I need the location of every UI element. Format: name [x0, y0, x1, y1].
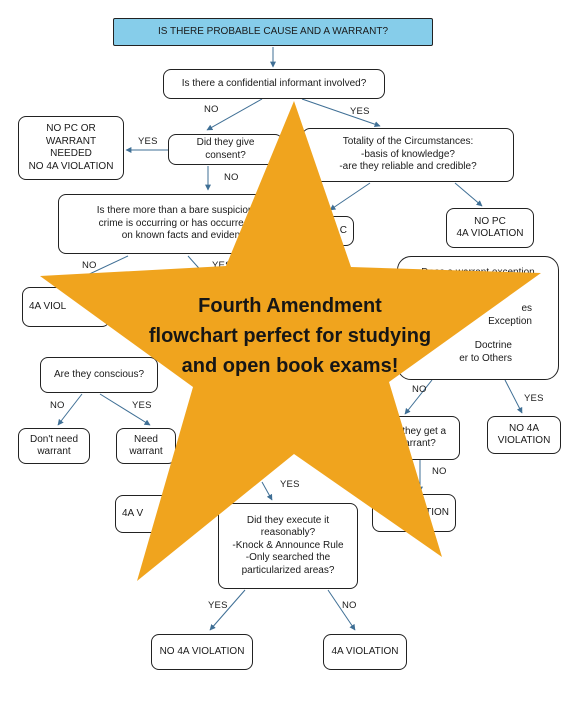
need-node: Need warrant — [116, 428, 176, 464]
node-line: NO 4A VIOLATION — [28, 160, 114, 172]
get-warrant-node: d they get a arrant? — [380, 416, 460, 460]
node-line: Exception — [488, 315, 532, 327]
node-line: es — [521, 303, 532, 314]
violation-left-node: 4A VIOL — [22, 287, 110, 327]
label-no: NO — [50, 400, 65, 411]
node-line: apply? — [463, 279, 493, 291]
node-text: Did they give consent? — [196, 137, 255, 161]
violation-mid-left-node: 4A V — [115, 495, 175, 533]
node-line: Don't need — [29, 433, 79, 445]
node-line: -Only searched the — [245, 552, 331, 564]
no-violation-right-node: NO 4A VIOLATION — [487, 416, 561, 454]
node-line: Doctrine — [474, 340, 512, 351]
consent-node: Did they give consent? — [168, 134, 283, 165]
dont-need-node: Don't need warrant — [18, 428, 90, 464]
execute-node: Did they execute it reasonably? -Knock &… — [218, 503, 358, 589]
arrow-totality-right — [454, 182, 483, 207]
label-yes: YES — [208, 600, 228, 611]
label-yes: YES — [280, 479, 300, 490]
node-line: er to Others — [459, 352, 512, 364]
no-pc-warrant-node: NO PC OR WARRANT NEEDED NO 4A VIOLATION — [18, 116, 124, 180]
node-line: on known facts and evidence? — [121, 230, 257, 242]
node-text: 4A VIOLATION — [331, 645, 399, 657]
node-text: Is there a confidential informant involv… — [181, 77, 367, 89]
label-no: NO — [204, 104, 219, 115]
arrow-exception-yes — [504, 379, 523, 414]
overlay-line-3: and open book exams! — [181, 355, 399, 377]
node-line: Does a warrant exception — [421, 267, 535, 278]
node-line: Is there more than a bare suspicion that… — [96, 205, 282, 217]
node-line: 4A VIOLATION — [456, 228, 524, 239]
node-line: -Knock & Announce Rule — [232, 539, 344, 551]
node-line: Did they execute it — [246, 514, 330, 526]
node-line: NO PC OR — [46, 123, 96, 134]
label-yes: YES — [212, 260, 232, 271]
label-no: NO — [224, 172, 239, 183]
node-line: arrant? — [404, 438, 436, 449]
final-no-violation-node: NO 4A VIOLATION — [151, 634, 253, 670]
final-violation-node: 4A VIOLATION — [323, 634, 407, 670]
violation-mid-right-node: LATION — [372, 494, 456, 532]
label-no: NO — [82, 260, 97, 271]
informant-node: Is there a confidential informant involv… — [163, 69, 385, 99]
node-line: reasonably? — [260, 527, 316, 539]
arrow-warrant-yes — [261, 481, 273, 501]
overlay-line-1: Fourth Amendment — [198, 295, 382, 317]
node-text: IS THERE PROBABLE CAUSE AND A WARRANT? — [157, 25, 389, 37]
no-pc-violation-node: NO PC 4A VIOLATION — [446, 208, 534, 248]
bare-suspicion-node: Is there more than a bare suspicion that… — [58, 194, 320, 254]
label-no: NO — [342, 600, 357, 611]
node-line: VIOLATION — [497, 435, 551, 446]
label-yes: YES — [524, 393, 544, 404]
node-text: 4A V — [122, 507, 144, 519]
node-line: NO PC — [474, 215, 506, 227]
arrow-totality-left — [329, 182, 371, 211]
label-yes: YES — [350, 106, 370, 117]
label-yes: YES — [132, 400, 152, 411]
arrow-suspicion-yes — [187, 255, 215, 286]
node-line: warrant — [37, 446, 71, 457]
node-line: -basis of knowledge? — [361, 148, 455, 160]
node-line: Totality of the Circumstances: — [342, 136, 474, 148]
node-line: NO 4A — [508, 422, 539, 434]
arrow-execute-yes — [209, 589, 246, 631]
node-line: particularized areas? — [241, 564, 335, 576]
node-line: d they get a — [393, 425, 447, 437]
probable-cause-node: IS THERE PROBABLE CAUSE AND A WARRANT? — [113, 18, 433, 46]
node-text: LATION — [413, 506, 449, 518]
node-text: C — [339, 224, 347, 236]
arrow-suspicion-no — [65, 255, 129, 286]
label-yes: YES — [138, 136, 158, 147]
totality-node: Totality of the Circumstances: -basis of… — [302, 128, 514, 182]
node-line: NEEDED — [50, 148, 92, 159]
node-line: crime is occurring or has occurred based — [98, 217, 280, 229]
node-line: -are they reliable and credible? — [339, 161, 477, 173]
arrow-execute-no — [327, 589, 356, 631]
label-no: NO — [432, 466, 447, 477]
node-line: warrant — [129, 446, 163, 457]
label-no: NO — [412, 384, 427, 395]
node-text: NO 4A VIOLATION — [159, 645, 245, 657]
node-text: Are they conscious? — [53, 368, 145, 380]
node-text: 4A VIOL — [29, 300, 67, 312]
pc-partial-node: C — [310, 216, 354, 246]
overlay-line-2: flowchart perfect for studying — [148, 325, 432, 347]
node-line: WARRANT — [45, 135, 97, 147]
node-line: Need — [134, 433, 158, 445]
